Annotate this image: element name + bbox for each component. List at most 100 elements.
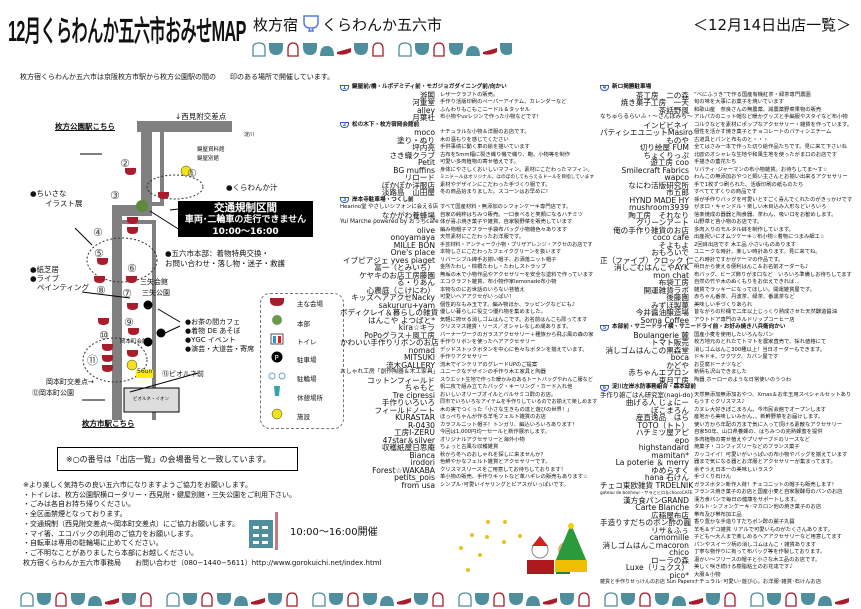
- vendor-row: 游閣レザークラフトの販売。: [340, 91, 597, 100]
- bowl-icon: [483, 48, 497, 55]
- vendor-name: 広稲屋布店: [651, 510, 689, 520]
- vendor-name: 坪内亮: [412, 143, 435, 152]
- vendor-name: 心農庭（こけにわ）: [366, 285, 435, 295]
- vendor-description: 木の温もりを感じてください: [440, 136, 509, 143]
- vendor-name: みずほ製菓: [651, 300, 689, 310]
- vendor-row: ボディクレイ＆暮らしの雑貨優しい暮らしに役立つ優れ物を集めました。: [340, 309, 597, 317]
- vendor-row: hana 石けん手づくり石けん: [600, 474, 858, 482]
- vendor-name: kira☆キラ: [398, 323, 435, 332]
- vendor-description: ユニークな時計、楽しい時計あります。見に来てね。: [694, 249, 821, 255]
- bowl-icon: [578, 592, 590, 607]
- vendor-name: ハチミツ屋アピ: [635, 428, 689, 437]
- bowl-icon: [380, 596, 394, 606]
- vendor-description: 香り豊かな手造りすだちポン酢の麗子丸醤: [694, 519, 795, 525]
- vendor-name: wapco: [664, 173, 689, 182]
- vendor-row: ローラの森温かい〜フリースの帽子と小さな木工品のお店です。: [600, 556, 858, 565]
- vendor-description: リバティ･ジャーマンの布小物雑貨。お待ちしてま〜す☆: [694, 166, 828, 173]
- vendor-name: おもろいで: [651, 248, 689, 257]
- vivre-building: ビオルネ・イオン: [133, 397, 169, 402]
- venue-number: ⑥: [127, 262, 137, 275]
- vendor-row: リサ＆ふぅ羊毛＆デコ雑貨 リアルで可愛いものがたくさんあります。: [600, 526, 858, 535]
- vendor-description: 雑貨でラッキーになってほしい。開運雑貨屋です。: [694, 286, 816, 293]
- vendor-name: 雑貨と手作りせっけんのお店 Sun Papers: [600, 579, 695, 585]
- vendor-row: みずほ製菓美味しい手づくりあられ: [600, 300, 858, 310]
- vendor-row: 広稲屋布店帯布及び帯布加工品: [600, 510, 858, 520]
- bowl-icon: [363, 593, 377, 605]
- vendor-row: インビビネイコルクなどを素材にポップなアクセサリー・雑貨を作っています。: [600, 121, 858, 130]
- vendor-row: ぽこまろんカヌレ大好きぽこまろん。今市民会館でオープンします: [600, 405, 858, 415]
- vendor-name: Yui Marche powered by おうちcafe: [340, 219, 439, 225]
- vendor-name: ぽこまろん: [651, 405, 689, 415]
- vendor-description: 手描きの蓋花たち: [694, 159, 737, 165]
- vendor-row: 赤ちゃんエプロン新柄も沢山できました: [600, 369, 858, 377]
- vendor-row: 東月工房陶器 ホーローのような日常使いのうつわ: [600, 376, 858, 385]
- vendor-description: 2回目出店です 木工品 小さいものあります: [694, 241, 797, 248]
- bowl-icon: [337, 48, 351, 55]
- bowl-icon: [414, 593, 428, 605]
- vendor-name: hana 石けん: [644, 473, 689, 482]
- map-legend: P 主な会場 本部 トイレ 駐車場 駐輪場 休憩場所 施設: [260, 293, 344, 429]
- vendor-row: 正（ファイブ）クロック 仁これ時計ですかがテーマの作品です。: [600, 255, 858, 265]
- city-station-link[interactable]: 枚方市駅こちら: [82, 419, 135, 428]
- vendor-description: スウエット生地で作った暖かみのあるトートバッグやわんこ服など: [440, 376, 593, 383]
- vendor-description: 陶器 ホーローのような日常使いのうつわ: [694, 376, 792, 383]
- venue-number: ⑤: [94, 247, 104, 260]
- vendor-name: boca: [670, 353, 689, 362]
- okamoto-cross-label: 岡本町交差点→: [46, 378, 94, 386]
- vendor-row: 産直逸品 はら産地から美味しいみかん、、新鮮野菜をお届けします。: [600, 414, 858, 422]
- vendor-description: 手作り活版印刷のペーパーアイテム、カレンダーなど: [440, 99, 567, 105]
- vendor-name: ぽかぽか洋服店: [381, 180, 435, 190]
- vendor-description: 孫が手作りバッグを可愛いとすごく喜んでくれたのがきっかけです: [694, 196, 853, 203]
- park-station-link[interactable]: 枚方公園駅こちら: [55, 122, 115, 131]
- vendor-description: 個性を活かす焼き菓子とチョコレートのパティシエチーム: [694, 129, 832, 135]
- bowl-icon: [706, 593, 720, 605]
- vendor-name: はんこや よつばと*: [368, 315, 435, 325]
- section-title: 岸本寺駐車場・つくし前: [352, 196, 414, 203]
- vendor-row: おしゃれ工房「創作陶器＆木工家具」ユニークなデザインの手作り木工家具と陶器: [340, 369, 597, 377]
- vendor-name: 俺の手作り雑貨のお店: [613, 225, 689, 235]
- section-number: 1: [340, 84, 349, 91]
- vendor-name: Soma Coffee: [640, 315, 689, 325]
- vendor-description: 新柄も沢山できました: [694, 369, 747, 375]
- vendor-row: かどやお豆腐ドーナツなど: [600, 361, 858, 370]
- vendor-row: 月葉社布小物やuvレジンで作った小物などです！: [340, 114, 597, 122]
- vendor-description: 古道具とパンと布ものと・・・: [694, 136, 769, 143]
- vendor-description: ほっぺちゃんが作る羊毛フェルト雑貨のお店: [440, 414, 546, 420]
- vendor-description: 昔ながらの杉桶で二年以上じっくり熟成させた天然醸造醤油: [694, 309, 838, 315]
- vendor-description: 多肉入りのモルタル鉢を制作しています。: [694, 226, 794, 233]
- vendor-description: ふんわりもこもこニードル＆タッセル: [440, 106, 531, 113]
- vendor-name: KURASTAR: [395, 413, 435, 422]
- note-line: ・全区画禁煙となっております。: [23, 510, 127, 519]
- vendor-description: 今回は1,000円均一セールと新作展示します。: [440, 429, 550, 435]
- vendor-description: 革小物の販売、手作りキットなど革ハギレの販売もあります☆: [440, 474, 588, 480]
- vendor-description: ガラスボタン新作入荷！チェコニットの帽子も販売します！: [694, 481, 837, 488]
- vendor-description: 信楽焼成の器器と陶食器、茶わん、吸い口をお勧めします。: [694, 211, 837, 218]
- page-title: 12月くらわんか五六市おみせMAP: [8, 16, 246, 48]
- bowl-icon: [493, 592, 505, 607]
- bowl-icon: [466, 46, 480, 56]
- vendor-name: 正（ファイブ）クロック 仁: [600, 255, 694, 265]
- vendor-name: 茶話野風: [658, 105, 689, 115]
- vendor-name: 布袋工房: [658, 278, 689, 287]
- note-line: ※より楽しく気持ちの良い五六市になりますようご協力をお願いします。: [23, 481, 253, 489]
- vendor-row: ちゃもと帆二枚で組み立てたバッグ・キーリング・カード入れ他: [340, 384, 597, 392]
- vendor-name: パティシエユニットMasiro: [600, 128, 693, 137]
- bowl-icon: [415, 43, 429, 55]
- vendor-row: 茶工房 二の森“べにふうき”で作る国産有機紅茶・緑茶専門農園: [600, 91, 858, 100]
- vendor-row: Hearino堂 やさしいシフォンに会える店すべて国産材料・無添加のシフォンケー…: [340, 204, 597, 212]
- bowl-icon: [183, 593, 197, 605]
- bowl-icon: [347, 592, 359, 607]
- vendor-name: One's place: [390, 248, 435, 257]
- vendor-description: オリジナルアクセサリーと海外小物: [440, 436, 525, 443]
- traffic-title: 交通規制区間: [214, 202, 277, 214]
